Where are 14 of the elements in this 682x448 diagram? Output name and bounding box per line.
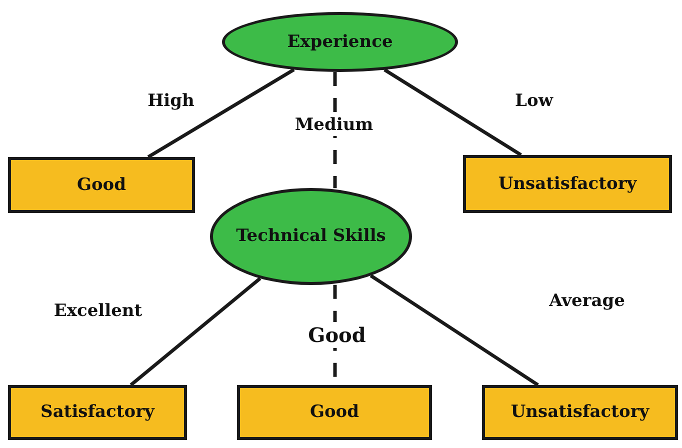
- node-text: Technical Skills: [236, 225, 386, 248]
- connector-line: [130, 277, 262, 386]
- node-text: Unsatisfactory: [498, 172, 637, 196]
- connector-line: [370, 274, 539, 386]
- rating-box: [237, 385, 432, 440]
- node-text: Satisfactory: [40, 401, 154, 424]
- rating-box: [463, 155, 672, 213]
- rating-box: [482, 385, 678, 440]
- node-text: Experience: [287, 30, 393, 54]
- node-text: Good: [310, 401, 360, 424]
- node-text: Good: [76, 174, 126, 196]
- rating-box: [8, 157, 195, 213]
- node-text: Unsatisfactory: [510, 401, 650, 424]
- rating-box: [8, 385, 187, 440]
